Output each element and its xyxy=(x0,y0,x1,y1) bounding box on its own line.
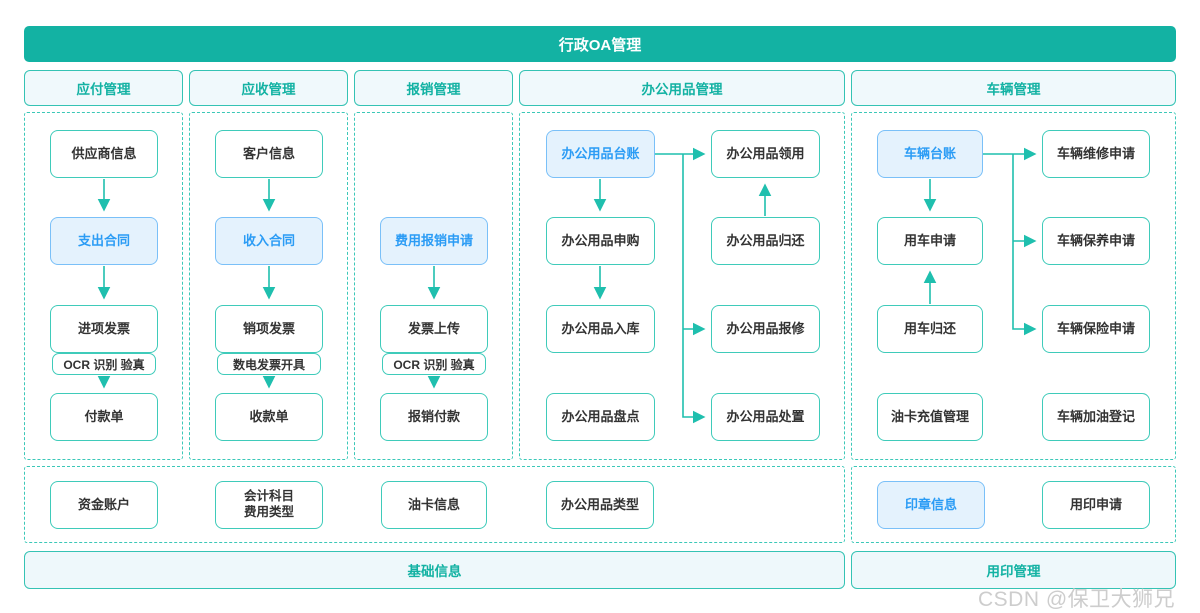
node-office-borrow: 办公用品领用 xyxy=(711,130,820,178)
container-base-info xyxy=(24,466,845,543)
header-office: 办公用品管理 xyxy=(519,70,845,106)
node-vehicle-repair-apply: 车辆维修申请 xyxy=(1042,130,1150,178)
container-seal xyxy=(851,466,1176,543)
node-office-type: 办公用品类型 xyxy=(546,481,654,529)
node-output-invoice: 销项发票 xyxy=(215,305,323,353)
header-payable: 应付管理 xyxy=(24,70,183,106)
page-title: 行政OA管理 xyxy=(558,36,642,54)
header-receivable: 应收管理 xyxy=(189,70,348,106)
node-office-ledger: 办公用品台账 xyxy=(546,130,655,178)
header-vehicle: 车辆管理 xyxy=(851,70,1176,106)
node-expense-contract: 支出合同 xyxy=(50,217,158,265)
container-reimburse xyxy=(354,112,513,460)
node-vehicle-refuel-log: 车辆加油登记 xyxy=(1042,393,1150,441)
band-base-info: 基础信息 xyxy=(24,551,845,589)
node-income-contract: 收入合同 xyxy=(215,217,323,265)
node-vehicle-apply: 用车申请 xyxy=(877,217,983,265)
node-vehicle-insurance-apply: 车辆保险申请 xyxy=(1042,305,1150,353)
node-office-return: 办公用品归还 xyxy=(711,217,820,265)
tag-ocr-verify-reimburse: OCR 识别 验真 xyxy=(382,353,486,375)
node-office-inbound: 办公用品入库 xyxy=(546,305,655,353)
node-fund-account: 资金账户 xyxy=(50,481,158,529)
node-expense-claim: 费用报销申请 xyxy=(380,217,488,265)
node-fuelcard-info: 油卡信息 xyxy=(381,481,487,529)
csdn-watermark: CSDN @保卫大狮兄 xyxy=(978,588,1176,611)
header-reimburse: 报销管理 xyxy=(354,70,513,106)
node-vehicle-ledger: 车辆台账 xyxy=(877,130,983,178)
node-office-purchase: 办公用品申购 xyxy=(546,217,655,265)
node-receipt-slip: 收款单 xyxy=(215,393,323,441)
node-seal-apply: 用印申请 xyxy=(1042,481,1150,529)
node-office-dispose: 办公用品处置 xyxy=(711,393,820,441)
title-bar: 行政OA管理 xyxy=(24,26,1176,62)
node-fuelcard-recharge: 油卡充值管理 xyxy=(877,393,983,441)
container-payable xyxy=(24,112,183,460)
container-office xyxy=(519,112,845,460)
node-supplier-info: 供应商信息 xyxy=(50,130,158,178)
tag-digital-invoice-issue: 数电发票开具 xyxy=(217,353,321,375)
node-vehicle-maintain-apply: 车辆保养申请 xyxy=(1042,217,1150,265)
node-vehicle-return: 用车归还 xyxy=(877,305,983,353)
container-receivable xyxy=(189,112,348,460)
node-accounting-subject-expense-type: 会计科目 费用类型 xyxy=(215,481,323,529)
node-office-stocktake: 办公用品盘点 xyxy=(546,393,655,441)
node-input-invoice: 进项发票 xyxy=(50,305,158,353)
node-seal-info: 印章信息 xyxy=(877,481,985,529)
tag-ocr-verify-payable: OCR 识别 验真 xyxy=(52,353,156,375)
node-reimburse-payment: 报销付款 xyxy=(380,393,488,441)
node-invoice-upload: 发票上传 xyxy=(380,305,488,353)
container-vehicle xyxy=(851,112,1176,460)
node-office-repair: 办公用品报修 xyxy=(711,305,820,353)
node-customer-info: 客户信息 xyxy=(215,130,323,178)
band-seal-management: 用印管理 xyxy=(851,551,1176,589)
node-payment-slip: 付款单 xyxy=(50,393,158,441)
